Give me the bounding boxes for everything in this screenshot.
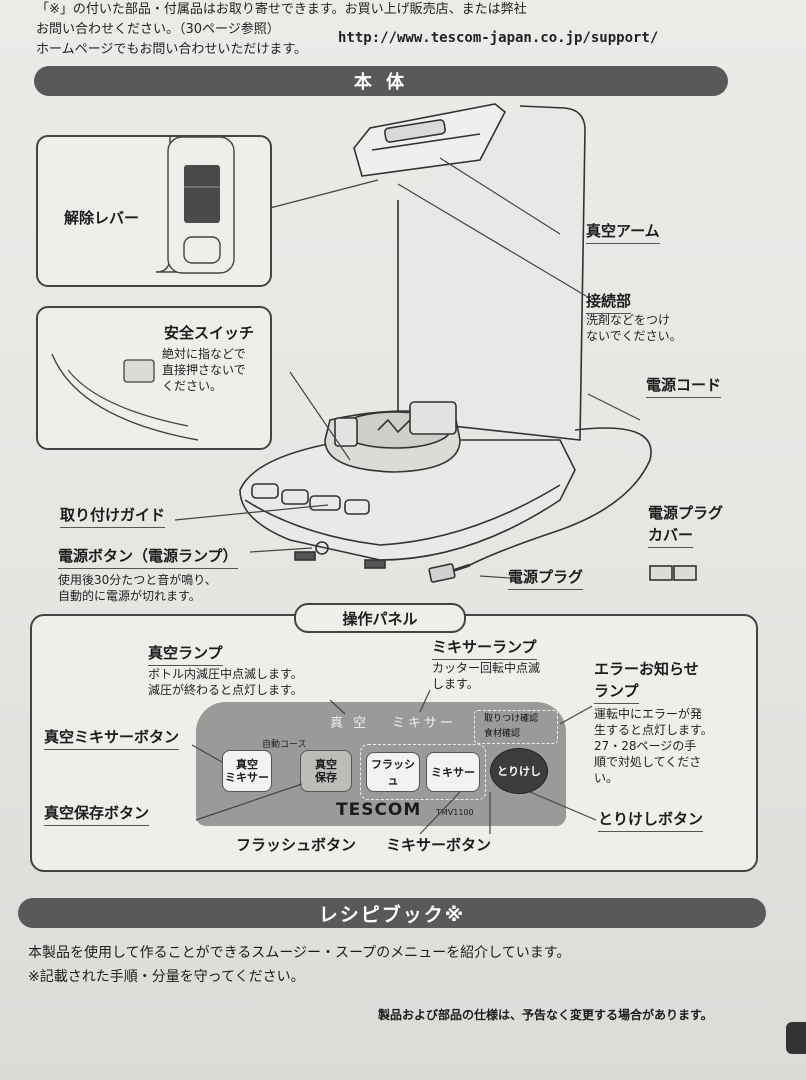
error-indicator-2: 食材確認 [484, 729, 521, 739]
plug-cover-label-1: 電源プラグ [648, 504, 724, 522]
cancel-button-text: とりけし [497, 765, 541, 778]
section-header-recipe: レシピブック※ [18, 898, 766, 928]
safety-switch-drawing [51, 353, 199, 441]
power-button-label: 電源ボタン（電源ランプ） [58, 545, 238, 569]
mixer-button[interactable]: ミキサー [426, 752, 480, 792]
guide-label: 取り付けガイド [60, 504, 166, 528]
flash-button[interactable]: フラッシュ [366, 752, 420, 792]
section-title-recipe: レシピブック※ [318, 903, 466, 926]
panel-brand: TESCOM [336, 800, 422, 820]
safety-note-1: 絶対に指などで [162, 347, 246, 361]
panel-model: TMV1100 [436, 808, 474, 817]
page-tab [786, 1022, 806, 1054]
error-note-2: 生すると点灯します。 [594, 723, 713, 737]
vacuum-lamp-label: 真空ランプ [148, 642, 223, 666]
mixer-lamp-note-2: します。 [432, 677, 479, 691]
notice-line-2: お問い合わせください。（30ページ参照） [36, 22, 280, 37]
connection-note-2: ないでください。 [586, 329, 682, 343]
section-header-main: 本 体 [34, 66, 728, 96]
safety-switch-label: 安全スイッチ [164, 324, 255, 342]
release-lever-drawing [155, 137, 235, 274]
error-indicator-box [474, 710, 558, 744]
release-lever-inset: 解除レバー [36, 135, 272, 287]
panel-leader-lines [191, 689, 597, 835]
error-note-3: 27・28ページの手 [594, 739, 697, 753]
operation-panel-title: 操作パネル [294, 603, 466, 633]
panel-face-auto-course: 自動コース [262, 740, 307, 750]
error-note-1: 運転中にエラーが発 [594, 707, 703, 721]
release-lever-label: 解除レバー [64, 209, 140, 227]
dashed-button-group [360, 744, 486, 800]
panel-face-vacuum: 真 空 [330, 716, 370, 731]
vacuum-save-button-text-1: 真空 [315, 758, 337, 771]
flash-button-text: フラッシュ [371, 758, 415, 787]
error-note-5: い。 [594, 771, 619, 785]
plug-cover-label-2: カバー [648, 524, 694, 548]
vacuum-mixer-button-label: 真空ミキサーボタン [44, 726, 180, 750]
footer-note: 製品および部品の仕様は、予告なく変更する場合があります。 [378, 1008, 713, 1022]
power-cord-label: 電源コード [646, 374, 722, 398]
mixer-button-label: ミキサーボタン [386, 836, 492, 854]
notice-line-3: ホームページでもお問い合わせいただけます。 [36, 42, 308, 57]
support-url: http://www.tescom-japan.co.jp/support/ [338, 30, 659, 46]
error-lamp-label-1: エラーお知らせ [594, 660, 699, 678]
power-note-1: 使用後30分たつと音が鳴り、 [58, 573, 217, 587]
section-title-main: 本 体 [353, 72, 409, 93]
vacuum-mixer-button-text-2: ミキサー [225, 771, 269, 784]
vacuum-lamp-note-2: 減圧が終わると点灯します。 [148, 683, 303, 697]
mixer-button-text: ミキサー [431, 766, 475, 779]
product-illustration [174, 103, 697, 583]
safety-switch-inset: 安全スイッチ 絶対に指などで 直接押さないで ください。 [36, 306, 272, 450]
recipe-text-2: ※記載された手順・分量を守ってください。 [28, 969, 305, 985]
connection-label: 接続部 [586, 290, 632, 314]
vacuum-lamp-note-1: ボトル内減圧中点滅します。 [148, 667, 303, 681]
vacuum-mixer-button-text-1: 真空 [236, 758, 258, 771]
mixer-lamp-label: ミキサーランプ [432, 636, 537, 660]
notice-line-1: 「※」の付いた部品・付属品はお取り寄せできます。お買い上げ販売店、または弊社 [36, 2, 527, 17]
cancel-button-label: とりけしボタン [598, 808, 704, 832]
operation-panel-title-text: 操作パネル [342, 609, 418, 628]
recipe-text-1: 本製品を使用して作ることができるスムージー・スープのメニューを紹介しています。 [28, 945, 571, 961]
connection-note-1: 洗剤などをつけ [586, 313, 671, 327]
error-indicator-1: 取りつけ確認 [484, 714, 539, 724]
vacuum-save-button-text-2: 保存 [315, 771, 337, 784]
vacuum-save-button-label: 真空保存ボタン [44, 802, 150, 826]
safety-note-2: 直接押さないで [162, 363, 246, 377]
safety-note-3: ください。 [162, 379, 223, 393]
vacuum-mixer-button[interactable]: 真空 ミキサー [222, 750, 272, 792]
power-plug-label: 電源プラグ [508, 566, 584, 590]
vacuum-arm-label: 真空アーム [586, 220, 660, 244]
panel-face-mixer: ミキサー [392, 716, 457, 731]
error-note-4: 順で対処してくださ [594, 755, 702, 769]
error-lamp-label-2: ランプ [594, 680, 639, 704]
power-note-2: 自動的に電源が切れます。 [58, 589, 201, 603]
vacuum-save-button[interactable]: 真空 保存 [300, 750, 352, 792]
cancel-button[interactable]: とりけし [490, 748, 548, 794]
flash-button-label: フラッシュボタン [236, 836, 357, 854]
mixer-lamp-note-1: カッター回転中点滅 [432, 661, 541, 675]
